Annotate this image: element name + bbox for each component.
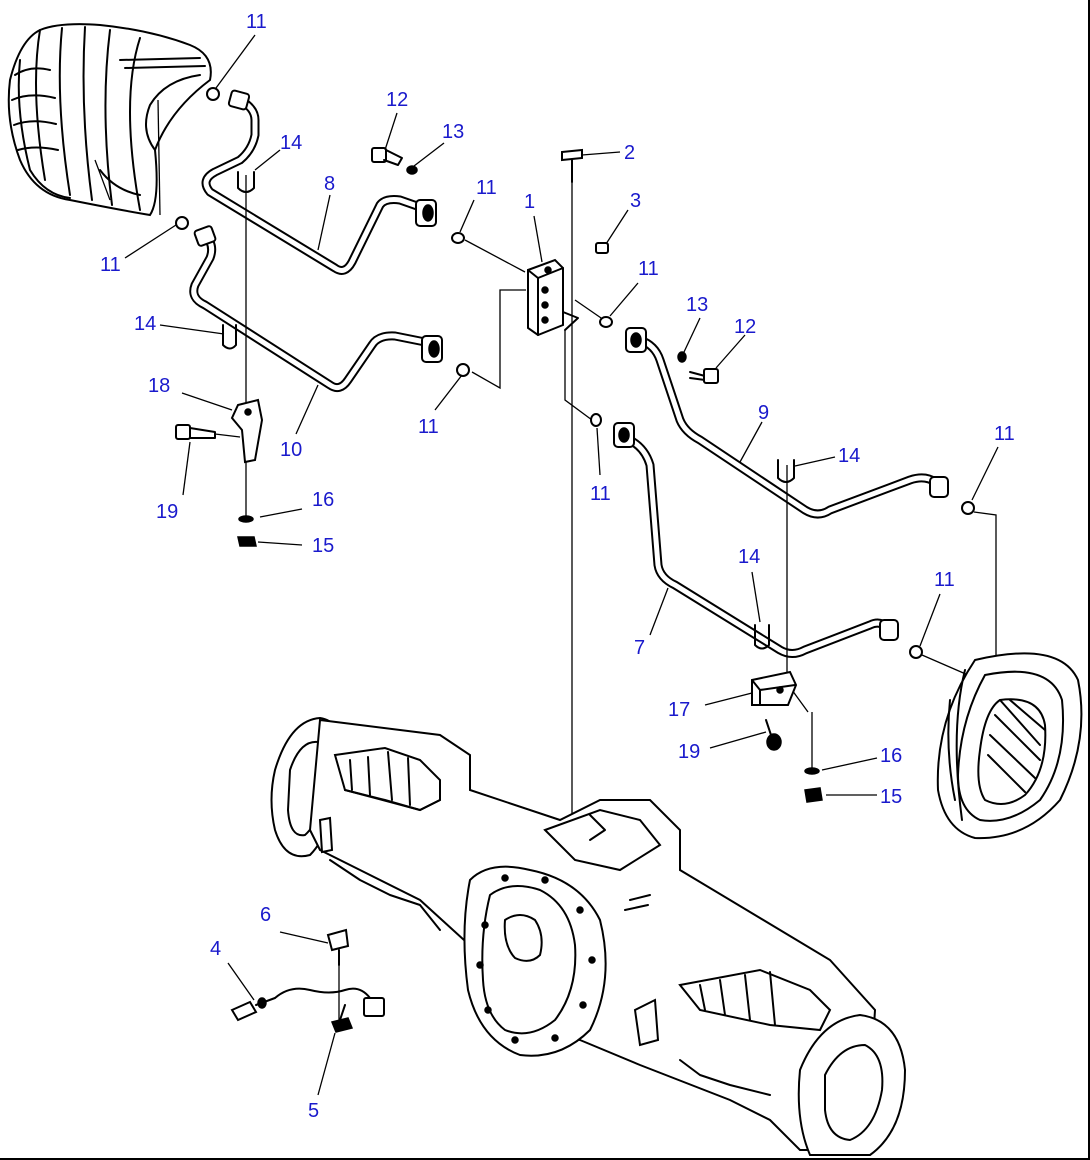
o-ring-11-g	[961, 501, 975, 515]
callout-18: 18	[148, 375, 170, 397]
washer-16-left	[238, 515, 254, 523]
bolt-12-upper	[371, 147, 403, 166]
o-ring-11-f	[590, 413, 602, 427]
clamp-14-right-lower	[754, 624, 770, 650]
callout-11: 11	[590, 483, 611, 505]
callout-7: 7	[634, 637, 645, 659]
axle-housing	[270, 716, 907, 1156]
callout-14: 14	[134, 313, 156, 335]
left-brake-hub	[7, 23, 212, 217]
o-ring-11-h	[909, 645, 923, 659]
callout-16: 16	[880, 745, 902, 767]
nut-15-right	[804, 787, 823, 803]
callout-12: 12	[734, 316, 756, 338]
right-mount-axis-b	[791, 689, 809, 713]
callout-14: 14	[280, 132, 302, 154]
callout-13: 13	[686, 294, 708, 316]
callout-10: 10	[280, 439, 302, 461]
distributor-block-1	[527, 258, 579, 337]
callout-12: 12	[386, 89, 408, 111]
callout-11: 11	[100, 254, 121, 276]
callout-6: 6	[260, 904, 271, 926]
callout-11: 11	[934, 569, 955, 591]
o-ring-11-d	[456, 363, 470, 377]
callout-11: 11	[418, 416, 439, 438]
bolt-2	[561, 148, 583, 830]
callout-15: 15	[312, 535, 334, 557]
callout-19: 19	[678, 741, 700, 763]
bracket-17	[751, 670, 798, 706]
callout-11: 11	[246, 11, 267, 33]
right-brake-hub	[936, 652, 1083, 840]
speed-sensor-4	[230, 987, 385, 1022]
washer-13-right	[677, 351, 687, 363]
callout-leaders	[124, 34, 999, 1096]
washer-16-right	[804, 767, 820, 775]
pipe-7	[613, 422, 899, 658]
clamp-14-left-upper	[237, 171, 255, 193]
clamp-5	[330, 1017, 354, 1033]
bracket-18	[230, 398, 264, 464]
callout-5: 5	[308, 1100, 319, 1122]
callout-9: 9	[758, 402, 769, 424]
clamp-14-left-lower	[222, 324, 237, 350]
washer-13-upper	[406, 165, 418, 175]
callout-4: 4	[210, 938, 221, 960]
bolt-12-right	[689, 368, 719, 384]
nut-15-left	[237, 536, 257, 547]
leader-block-left-upper	[464, 239, 526, 273]
callout-11: 11	[476, 177, 497, 199]
callout-labels: 11 11 11 11 11 11 11 11 1 2 3 4 5 6 7 8 …	[100, 11, 1015, 1122]
callout-17: 17	[668, 699, 690, 721]
leader-block-right-upper	[574, 299, 605, 321]
o-ring-11-b	[175, 216, 189, 230]
pipe-8	[201, 89, 437, 275]
o-ring-11-c	[451, 232, 465, 244]
bolt-19-left	[175, 424, 241, 440]
leader-block-left-lower	[471, 289, 526, 390]
callout-14: 14	[838, 445, 860, 467]
callout-2: 2	[624, 142, 635, 164]
callout-13: 13	[442, 121, 464, 143]
callout-14: 14	[738, 546, 760, 568]
plug-3	[595, 242, 609, 254]
leader-block-right-lower	[564, 330, 593, 421]
pipe-10	[189, 225, 443, 393]
callout-19: 19	[156, 501, 178, 523]
o-ring-11-a	[206, 87, 220, 101]
pipe-9	[625, 327, 949, 519]
callout-16: 16	[312, 489, 334, 511]
leader-right-ring-lower	[921, 654, 969, 676]
leader-right-ring-upper	[973, 511, 997, 655]
bolt-6	[326, 928, 350, 1020]
callout-11: 11	[994, 423, 1015, 445]
callout-11: 11	[638, 258, 659, 280]
callout-3: 3	[630, 190, 641, 212]
bolt-19-right	[765, 719, 782, 751]
clamp-14-right-upper	[777, 459, 795, 483]
callout-1: 1	[524, 191, 535, 213]
callout-8: 8	[324, 173, 335, 195]
o-ring-11-e	[599, 316, 613, 328]
callout-15: 15	[880, 786, 902, 808]
